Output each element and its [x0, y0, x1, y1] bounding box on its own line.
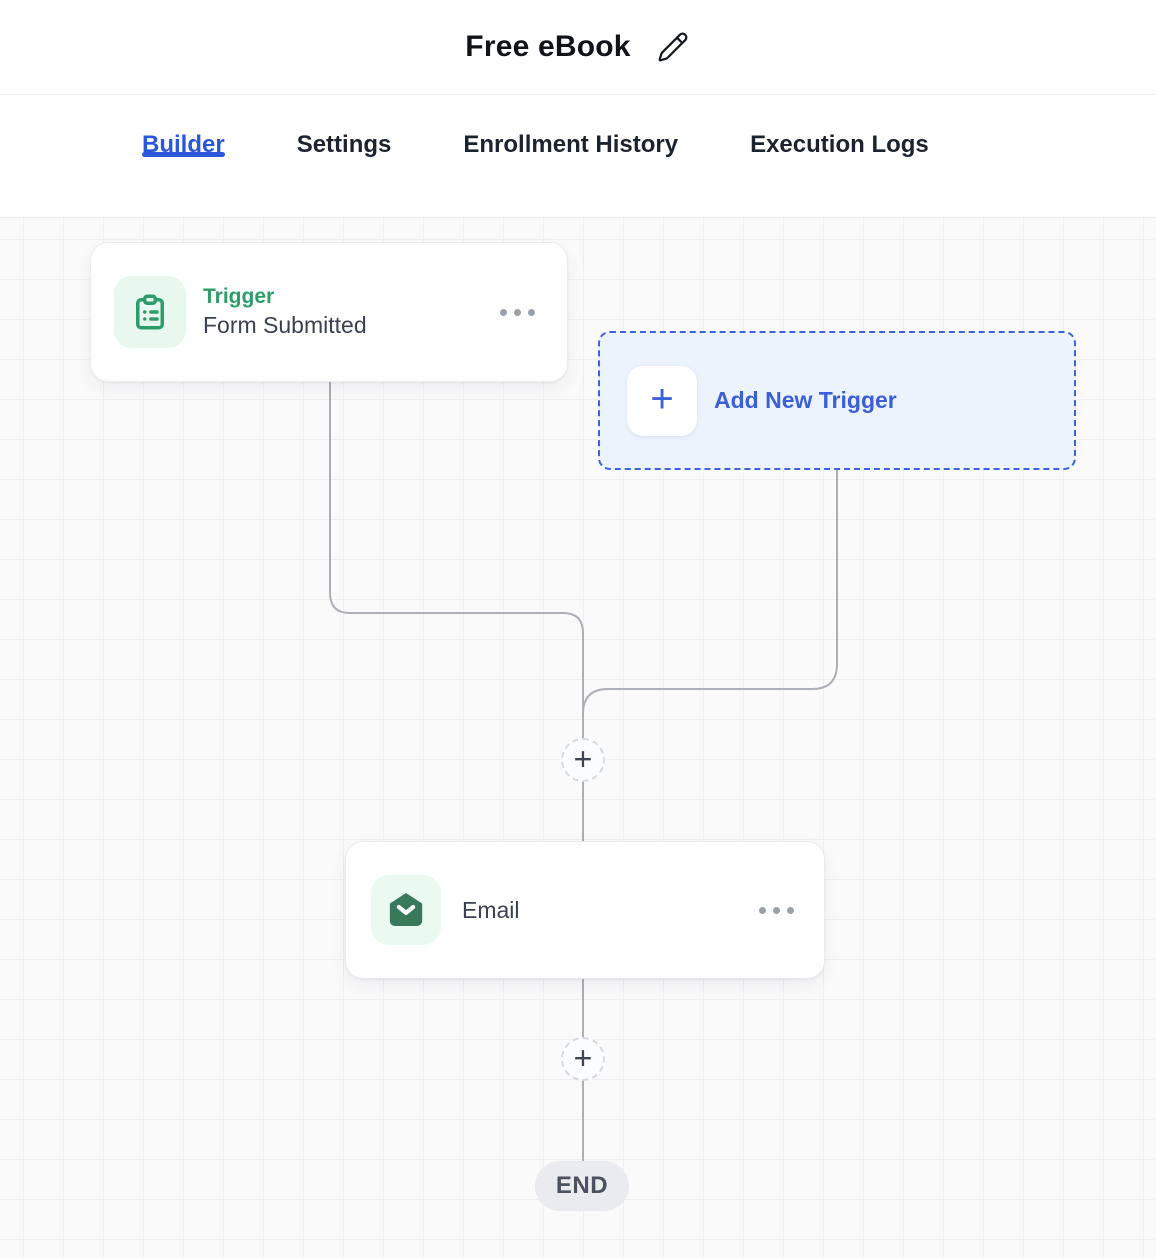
workflow-canvas[interactable]: Trigger Form Submitted + Add New Trigger… [0, 218, 1156, 1258]
insert-step-button-2[interactable]: + [561, 1037, 605, 1081]
ellipsis-icon [500, 308, 535, 316]
ellipsis-icon [759, 906, 794, 914]
workflow-title: Free eBook [465, 30, 631, 63]
plus-icon: + [573, 1039, 593, 1076]
plus-icon: + [650, 376, 674, 421]
tab-builder[interactable]: Builder [142, 95, 225, 217]
tab-settings[interactable]: Settings [296, 131, 392, 158]
trigger-icon-tile [114, 276, 186, 348]
trigger-node-name: Form Submitted [203, 312, 367, 338]
edit-title-button[interactable] [655, 29, 691, 65]
email-open-icon [386, 890, 426, 930]
add-new-trigger-label: Add New Trigger [714, 387, 897, 413]
plus-icon: + [573, 740, 593, 777]
add-new-trigger-button[interactable]: + Add New Trigger [598, 331, 1076, 470]
edge-addtrigger-to-merge [582, 469, 838, 715]
insert-step-button-1[interactable]: + [561, 738, 605, 782]
trigger-node-menu-button[interactable] [498, 303, 537, 322]
clipboard-list-icon [129, 291, 171, 333]
workflow-header: Free eBook [0, 0, 1156, 95]
add-trigger-plus-tile: + [627, 365, 697, 436]
pencil-icon [657, 31, 689, 63]
edge-trigger-to-merge [329, 381, 584, 842]
email-node-card[interactable]: Email [345, 841, 825, 979]
trigger-node-category: Trigger [203, 285, 275, 308]
email-node-name: Email [462, 896, 520, 923]
email-icon-tile [371, 875, 441, 945]
email-node-menu-button[interactable] [757, 901, 796, 920]
tab-enrollment-history[interactable]: Enrollment History [463, 131, 679, 158]
end-badge: END [535, 1161, 629, 1211]
workflow-tabbar: Builder Settings Enrollment History Exec… [0, 95, 1156, 218]
tab-execution-logs[interactable]: Execution Logs [750, 131, 929, 158]
trigger-node-card[interactable]: Trigger Form Submitted [90, 242, 568, 382]
